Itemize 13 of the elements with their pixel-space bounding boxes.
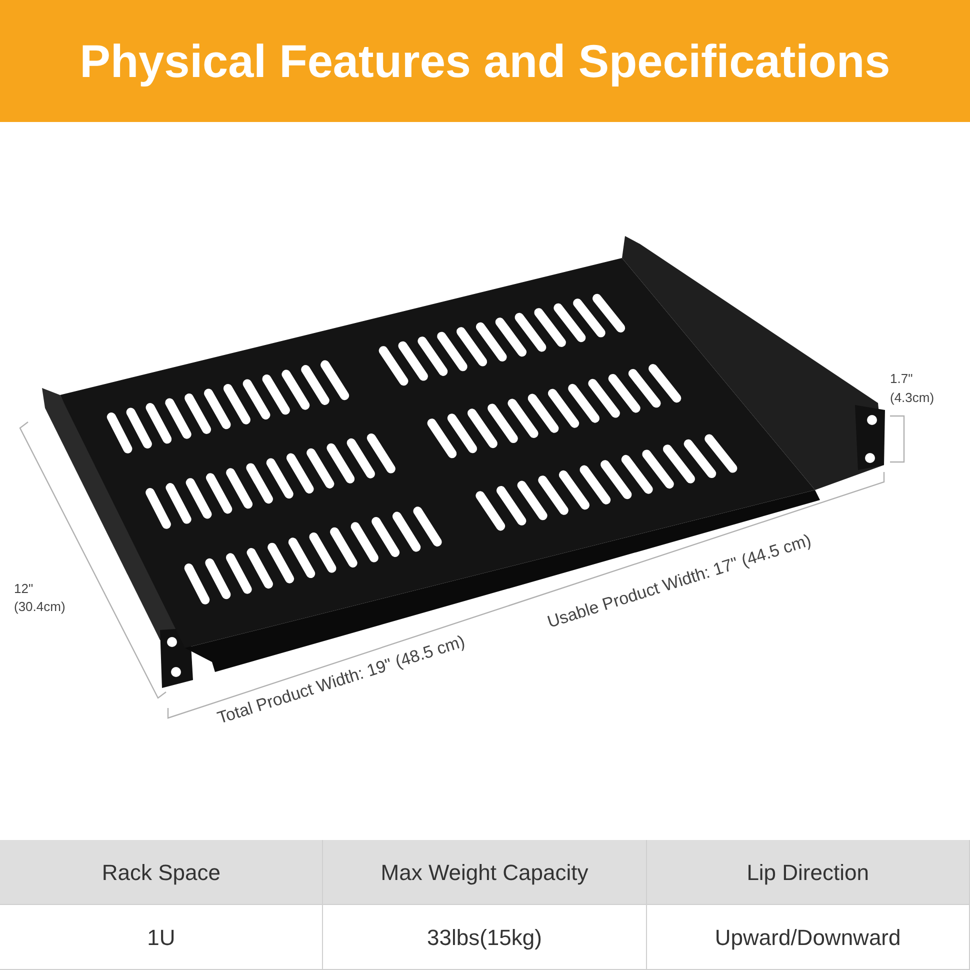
table-header-cell: Max Weight Capacity <box>323 840 647 905</box>
table-header-cell: Rack Space <box>0 840 324 905</box>
table-cell: 33lbs(15kg) <box>323 905 647 970</box>
table-cell: 1U <box>0 905 324 970</box>
dimension-label: Total Product Width: 19" (48.5 cm) <box>214 630 468 730</box>
dimension-label: Usable Product Width: 17" (44.5 cm) <box>544 530 814 634</box>
dimension-label: (30.4cm) <box>14 598 66 616</box>
table-header-cell: Lip Direction <box>646 840 970 905</box>
dimension-label: 1.7" <box>890 370 913 388</box>
dimension-label: 12" <box>14 580 34 598</box>
dimension-label: (4.3cm) <box>890 389 934 407</box>
title: Physical Features and Specifications <box>80 34 890 88</box>
table-cell: Upward/Downward <box>646 905 970 970</box>
